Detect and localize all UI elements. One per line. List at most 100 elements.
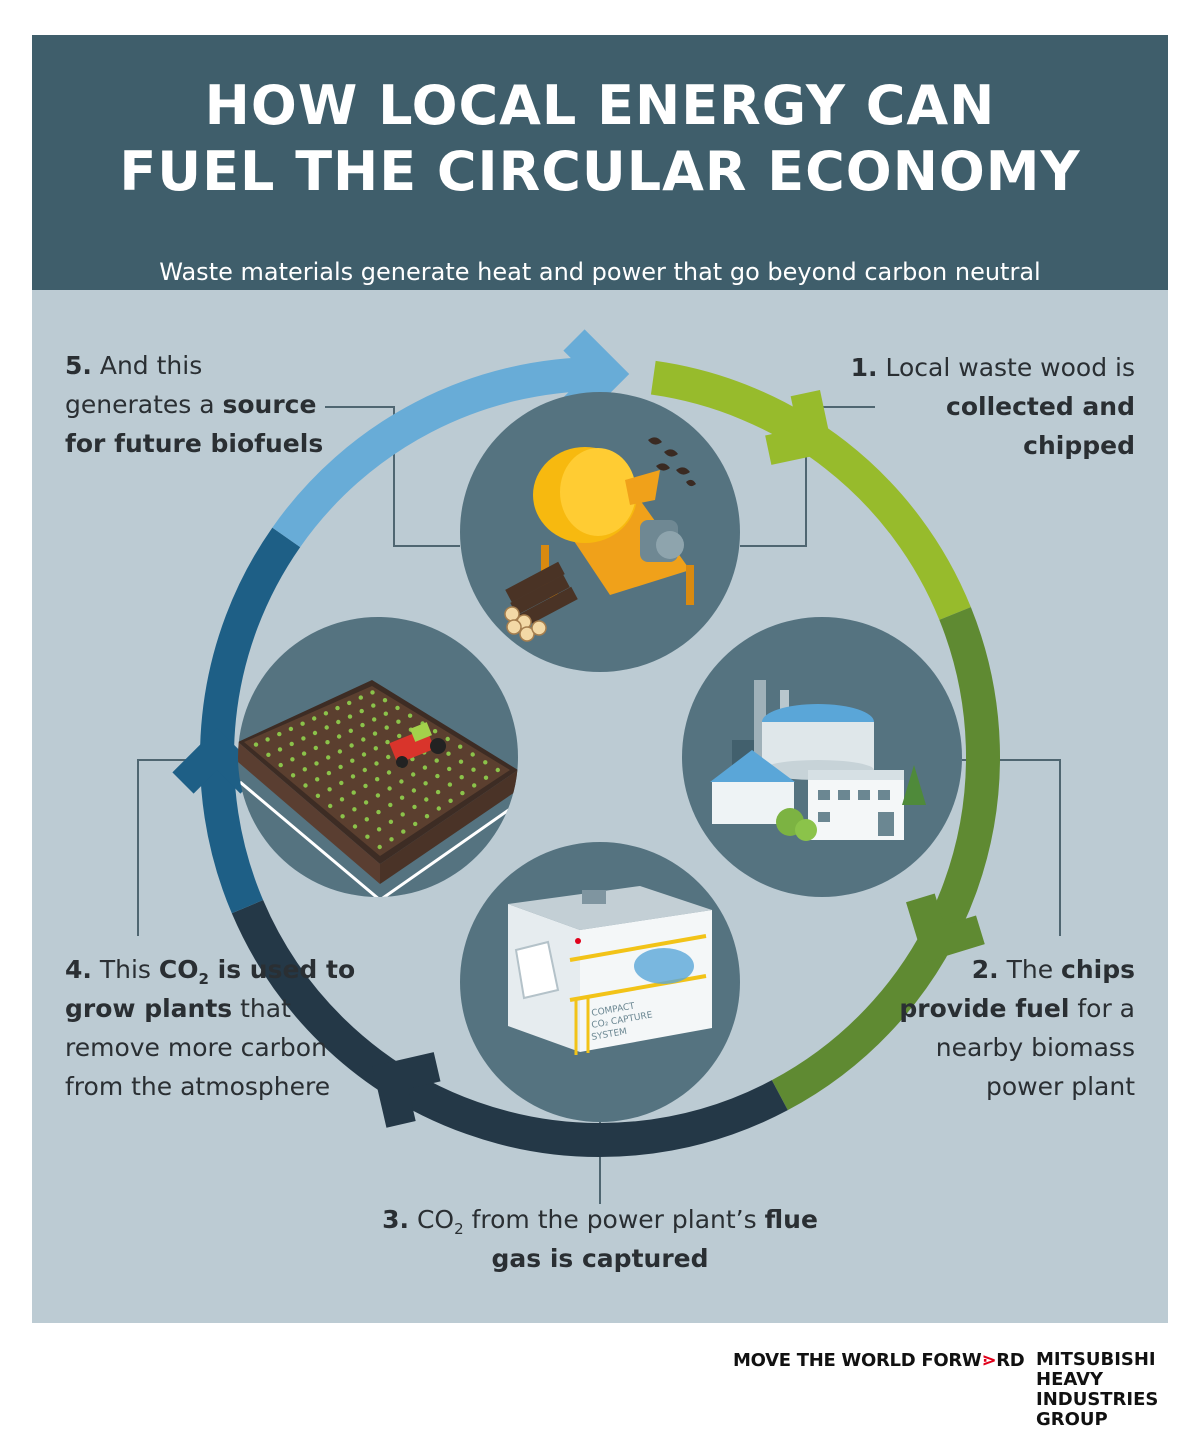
- crop-dot: [350, 774, 356, 779]
- field-icon: [238, 680, 518, 897]
- arrow-head-green-dark: [906, 893, 985, 963]
- step-text-part: This: [91, 955, 159, 984]
- tagline-part-1: MOVE THE WORLD FORW: [733, 1350, 982, 1371]
- crop-dot: [336, 719, 341, 725]
- crop-dot: [401, 829, 406, 834]
- crop-dot: [363, 783, 368, 789]
- tractor-icon: [389, 722, 446, 768]
- step-number: 1.: [850, 353, 878, 382]
- arrow-segment-navy: [231, 899, 788, 1157]
- crop-dot: [373, 746, 378, 751]
- crop-dot: [277, 731, 282, 737]
- crop-dot: [471, 767, 476, 772]
- crop-dot: [352, 824, 358, 829]
- crop-dot: [447, 766, 452, 772]
- crop-dot: [340, 814, 345, 819]
- crop-dot: [315, 777, 320, 782]
- step-3-text: 3. CO2 from the power plant’s flue gas i…: [380, 1200, 820, 1278]
- crop-dot: [277, 747, 283, 752]
- crop-dot: [495, 767, 500, 773]
- crop-dot: [327, 787, 332, 792]
- step-5-text: 5. And this generates a source for futur…: [65, 346, 325, 463]
- crop-dot: [388, 802, 393, 808]
- step-text-part: flue gas is captured: [491, 1205, 818, 1273]
- power-plant-icon: [710, 680, 926, 841]
- crop-dot: [312, 730, 318, 736]
- crop-dot: [288, 726, 294, 732]
- crop-dot: [352, 807, 357, 812]
- crop-dot: [432, 729, 438, 734]
- step-number: 2.: [971, 955, 999, 984]
- crop-dot: [314, 761, 319, 766]
- crop-dot: [377, 844, 382, 850]
- crop-dot: [328, 803, 333, 809]
- crop-dot: [384, 725, 389, 730]
- crop-dot: [458, 759, 464, 764]
- step-text-part: 2: [198, 970, 209, 988]
- crop-dot: [361, 737, 366, 742]
- crop-dot: [424, 814, 430, 819]
- step-text-part: chips provide fuel: [899, 955, 1135, 1023]
- crop-dot: [326, 755, 331, 760]
- crop-dot: [460, 790, 465, 796]
- brand-logo: MITSUBISHI HEAVY INDUSTRIES GROUP: [1036, 1350, 1158, 1430]
- capture-unit-icon: COMPACT CO₂ CAPTURE SYSTEM: [508, 886, 712, 1055]
- crop-dot: [335, 705, 340, 711]
- crop-dot: [339, 797, 345, 802]
- crop-dot: [338, 764, 343, 770]
- arrow-segment-green-dark: [771, 607, 1000, 1111]
- crop-dot: [424, 797, 429, 802]
- crop-dot: [362, 767, 367, 773]
- step-text-part: is used to grow plants: [65, 955, 356, 1023]
- crop-dot: [396, 719, 401, 724]
- crop-dot: [458, 744, 463, 749]
- brand-line-3: INDUSTRIES: [1036, 1389, 1159, 1410]
- crop-dot: [448, 798, 453, 803]
- arrow-ring: [200, 357, 1000, 1157]
- crop-dot: [339, 780, 344, 786]
- crop-dot: [422, 765, 428, 770]
- step-2-text: 2. The chips provide fuel for a nearby b…: [865, 950, 1135, 1106]
- crop-dot: [363, 800, 369, 805]
- crop-dot: [301, 751, 307, 756]
- crop-dot: [447, 782, 453, 787]
- crop-dot: [372, 717, 377, 722]
- crop-dot: [364, 817, 369, 822]
- crop-dot: [371, 703, 376, 708]
- crop-dot: [303, 783, 308, 788]
- crop-dot: [358, 695, 363, 700]
- leader-line-step-5: [325, 406, 460, 547]
- crop-dot: [301, 736, 306, 741]
- tagline-part-2: RD: [996, 1350, 1025, 1371]
- crop-dot: [483, 775, 489, 780]
- step-text-part: CO: [158, 955, 199, 984]
- step-text-part: And this generates a: [65, 351, 223, 419]
- brand-line-2: HEAVY: [1036, 1369, 1104, 1390]
- crop-dot: [361, 752, 367, 757]
- crop-dot: [376, 827, 382, 832]
- crop-dot: [351, 790, 356, 795]
- crop-dot: [383, 711, 388, 716]
- scene-wood-chipper: [460, 392, 740, 672]
- crop-dot: [395, 705, 400, 711]
- crop-dot: [290, 773, 296, 778]
- crop-dot: [347, 714, 353, 719]
- title-line-2: FUEL THE CIRCULAR ECONOMY: [119, 140, 1081, 203]
- crop-dot: [325, 740, 330, 745]
- crop-dot: [411, 772, 416, 777]
- crop-dot: [302, 767, 307, 772]
- crop-dot: [324, 725, 329, 730]
- footer-tagline: MOVE THE WORLD FORW⋗RD: [733, 1350, 1025, 1371]
- brand-line-4: GROUP: [1036, 1409, 1108, 1430]
- crop-dot: [382, 698, 388, 703]
- step-4-text: 4. This CO2 is used to grow plants that …: [65, 950, 365, 1106]
- brand-line-1: MITSUBISHI: [1036, 1349, 1156, 1370]
- crop-dot: [399, 795, 405, 800]
- crop-dot: [312, 716, 317, 721]
- crop-dot: [413, 821, 418, 827]
- crop-dot: [350, 758, 355, 763]
- step-text-part: Local waste wood is: [877, 353, 1136, 382]
- crop-dot: [326, 770, 332, 776]
- crop-dot: [446, 751, 451, 756]
